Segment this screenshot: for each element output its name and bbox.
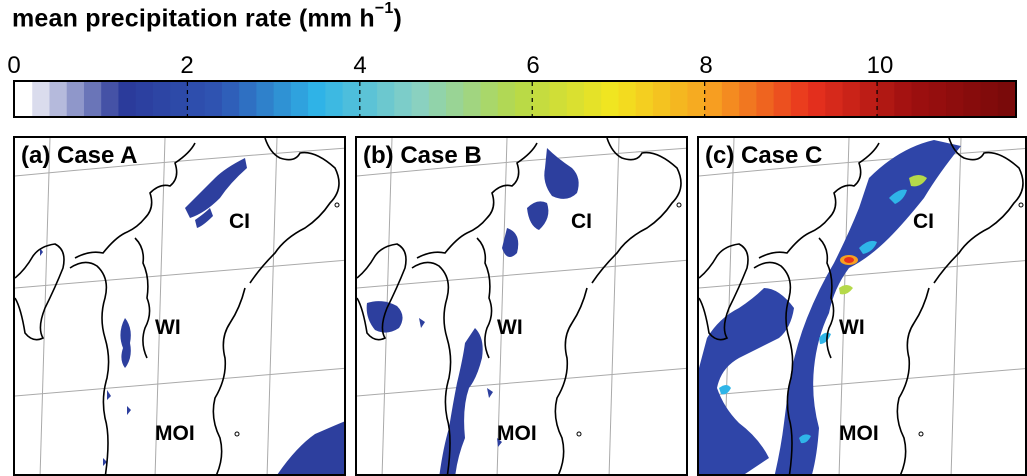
colorbar-band — [756, 82, 775, 116]
colorbar-band — [359, 82, 378, 116]
panel-label: (a) Case A — [21, 142, 138, 169]
colorbar-band — [549, 82, 568, 116]
colorbar-band — [32, 82, 51, 116]
colorbar-band — [721, 82, 740, 116]
colorbar-band — [911, 82, 930, 116]
colorbar-band — [739, 82, 757, 116]
colorbar-band — [618, 82, 637, 116]
colorbar-band — [946, 82, 964, 116]
colorbar-band — [118, 82, 137, 116]
colorbar-band — [49, 82, 68, 116]
colorbar-band — [790, 82, 809, 116]
colorbar-tick-0: 0 — [7, 52, 21, 79]
colorbar-band — [152, 82, 171, 116]
place-label-moi: MOI — [497, 422, 537, 445]
colorbar-band — [187, 82, 206, 116]
panel-case-b: (b) Case B CI WI MOI — [355, 136, 688, 476]
colorbar-band — [670, 82, 689, 116]
colorbar-band — [894, 82, 913, 116]
colorbar-band — [928, 82, 947, 116]
colorbar-title: mean precipitation rate (mm h−1) — [12, 0, 403, 33]
panel-case-a: (a) Case A CI WI MOI — [13, 136, 346, 476]
colorbar-band — [83, 82, 102, 116]
colorbar-band — [325, 82, 344, 116]
colorbar-band — [428, 82, 447, 116]
map-case-a — [15, 138, 344, 474]
colorbar-band — [221, 82, 240, 116]
panel-label: (c) Case C — [705, 142, 823, 169]
colorbar-band — [15, 82, 33, 116]
colorbar-gradient — [15, 82, 1016, 116]
place-label-wi: WI — [497, 316, 523, 339]
colorbar-band — [532, 82, 551, 116]
place-label-wi: WI — [839, 316, 865, 339]
colorbar-band — [480, 82, 499, 116]
place-label-moi: MOI — [155, 422, 195, 445]
colorbar-tick-2: 2 — [180, 52, 194, 79]
colorbar-band — [997, 82, 1016, 116]
colorbar-tick-10: 10 — [866, 52, 894, 79]
colorbar-band — [583, 82, 602, 116]
colorbar-tick-4: 4 — [353, 52, 367, 79]
place-label-moi: MOI — [839, 422, 879, 445]
colorbar-band — [859, 82, 878, 116]
panel-label: (b) Case B — [363, 142, 482, 169]
colorbar-band — [377, 82, 395, 116]
colorbar-band — [101, 82, 120, 116]
colorbar-band — [497, 82, 516, 116]
colorbar-band — [687, 82, 706, 116]
colorbar-band — [204, 82, 223, 116]
colorbar-tick-8: 8 — [699, 52, 713, 79]
colorbar-band — [842, 82, 861, 116]
colorbar-band — [635, 82, 654, 116]
colorbar-band — [980, 82, 999, 116]
place-label-ci: CI — [913, 210, 934, 233]
colorbar-band — [170, 82, 189, 116]
colorbar-band — [290, 82, 309, 116]
colorbar-band — [963, 82, 982, 116]
colorbar-band — [808, 82, 826, 116]
colorbar — [13, 80, 1017, 118]
place-label-wi: WI — [155, 316, 181, 339]
colorbar-band — [394, 82, 413, 116]
colorbar-band — [135, 82, 154, 116]
colorbar-band — [463, 82, 482, 116]
colorbar-band — [601, 82, 620, 116]
panel-case-c: (c) Case C CI WI MOI — [697, 136, 1027, 476]
place-label-ci: CI — [571, 210, 592, 233]
map-case-c — [699, 138, 1025, 474]
colorbar-band — [773, 82, 792, 116]
colorbar-band — [342, 82, 361, 116]
colorbar-band — [652, 82, 671, 116]
colorbar-band — [877, 82, 895, 116]
colorbar-band — [239, 82, 257, 116]
place-label-ci: CI — [229, 210, 250, 233]
colorbar-band — [704, 82, 723, 116]
colorbar-band — [273, 82, 292, 116]
colorbar-band — [411, 82, 430, 116]
colorbar-tick-6: 6 — [526, 52, 540, 79]
colorbar-band — [446, 82, 464, 116]
colorbar-band — [825, 82, 844, 116]
colorbar-band — [515, 82, 533, 116]
colorbar-band — [566, 82, 585, 116]
colorbar-band — [66, 82, 85, 116]
colorbar-band — [256, 82, 275, 116]
map-case-b — [357, 138, 686, 474]
colorbar-band — [308, 82, 326, 116]
